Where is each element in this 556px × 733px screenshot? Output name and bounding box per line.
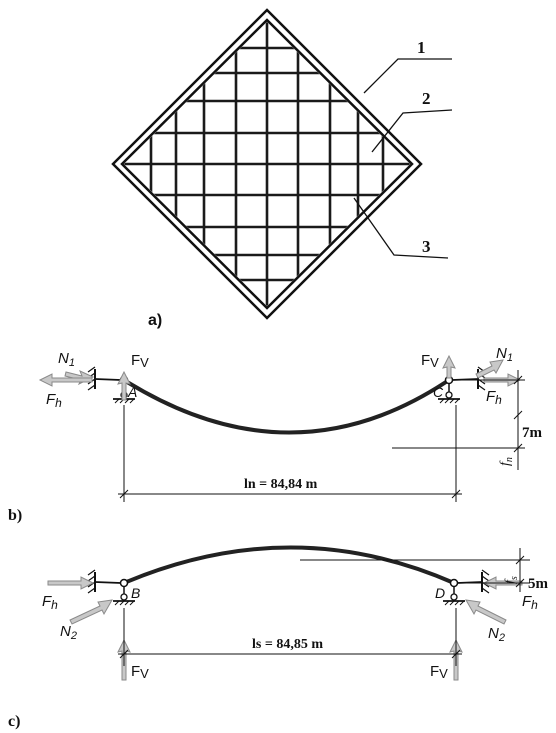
- force-fv-right-label: FV: [421, 352, 439, 370]
- force-n1-left-label: N1: [58, 350, 75, 369]
- callout-2: 2: [422, 89, 431, 108]
- height-7m-label: 7m: [522, 425, 543, 441]
- force-fv-right-arrow: [442, 354, 456, 379]
- height-5m-label: 5m: [528, 576, 549, 592]
- callout-1: 1: [417, 38, 426, 57]
- force-fh-left-arrow: [38, 373, 93, 387]
- force-fv-left-label: FV: [131, 352, 149, 370]
- support-a-label: A: [127, 384, 137, 400]
- force-fh-left-label: Fh: [42, 593, 58, 612]
- force-n1-right-label: N1: [496, 345, 513, 364]
- force-fh-right-label: Fh: [486, 388, 502, 407]
- cable-net-grid: [124, 22, 410, 306]
- caption-b: b): [8, 507, 22, 524]
- inner-edge-ring: [120, 18, 414, 310]
- support-d-hinge: [449, 578, 459, 588]
- support-c-label: C: [433, 384, 444, 400]
- caption-a: a): [148, 312, 162, 329]
- force-n2-right-arrow: [465, 599, 507, 625]
- arching-cable: [123, 545, 455, 585]
- force-fh-left-arrow: [47, 576, 95, 590]
- roof-plan: 1 2 3 a): [111, 8, 453, 329]
- force-fv-left-arrow: [117, 370, 131, 401]
- caption-c: c): [8, 713, 20, 730]
- support-d-label: D: [435, 585, 445, 601]
- span-ls-label: ls = 84,85 m: [252, 637, 323, 652]
- section-c: B D Fh N2 FV Fh N2 FV: [8, 545, 549, 730]
- hanging-cable: [122, 378, 451, 435]
- force-fh-left-label: Fh: [46, 391, 62, 410]
- leader-line-1: [363, 58, 452, 94]
- force-fv-right-label: FV: [430, 663, 448, 681]
- support-b-label: B: [131, 585, 140, 601]
- force-fv-left-label: FV: [131, 663, 149, 681]
- support-b-hinge: [119, 578, 129, 588]
- callout-3: 3: [422, 237, 431, 256]
- section-b: A C N1 FV: [8, 345, 543, 524]
- sag-fn-label: fn: [498, 457, 515, 466]
- force-n2-left-arrow: [69, 599, 113, 625]
- force-n1-right-arrow: [475, 359, 504, 379]
- force-n2-left-label: N2: [60, 623, 77, 642]
- outer-edge-ring: [111, 8, 423, 320]
- force-n2-right-label: N2: [488, 625, 505, 644]
- force-fh-right-label: Fh: [522, 593, 538, 612]
- span-ln-label: ln = 84,84 m: [244, 477, 318, 492]
- rise-fs-label: fs: [503, 576, 520, 584]
- leader-line-2: [371, 109, 453, 153]
- leader-line-3: [353, 197, 449, 259]
